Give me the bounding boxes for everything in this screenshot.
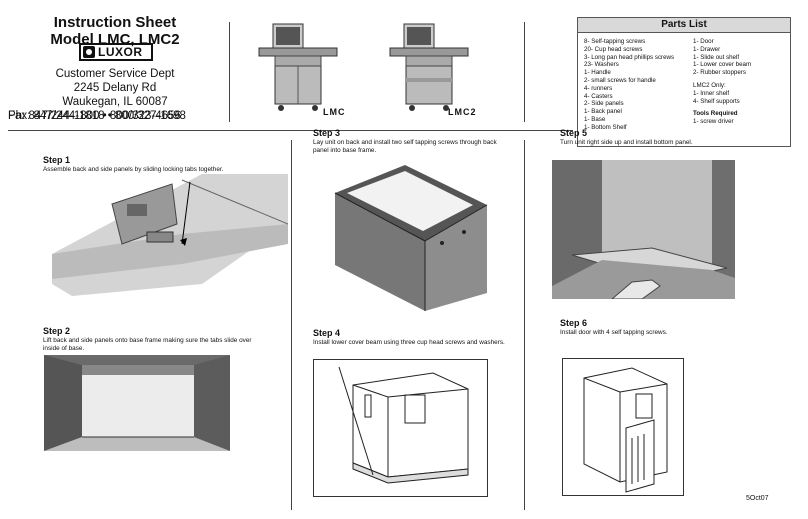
- contact-address-1: 2245 Delany Rd: [73, 82, 157, 94]
- parts-item: 2- small screws for handle: [584, 76, 656, 84]
- title-line-1: Instruction Sheet: [53, 14, 177, 31]
- parts-list-box: Parts List 8- Self-tapping screws 20- Cu…: [577, 17, 791, 147]
- divider-col-1: [291, 140, 292, 510]
- contact-fax-line: Fax: 847/244-1818 • 800/327-1698: [8, 110, 186, 122]
- parts-list-column-1: 8- Self-tapping screws 20- Cup head scre…: [584, 38, 674, 132]
- step-6-text: Install door with 4 self tapping screws.: [560, 329, 668, 336]
- parts-item: 20- Cup head screws: [584, 45, 643, 53]
- contact-phone-line: Ph: 847/244-1800 • 800/323-4656: [8, 110, 181, 122]
- parts-list-column-2: 1- Door 1- Drawer 1- Slide out shelf 1- …: [693, 38, 751, 126]
- step-1-text: Assemble back and side panels by sliding…: [43, 166, 224, 173]
- step-3-title: Step 3: [313, 128, 341, 138]
- parts-item: 1- Inner shelf: [693, 89, 730, 97]
- model-label-lmc2: LMC2: [448, 107, 477, 117]
- parts-item: 1- Handle: [584, 69, 611, 77]
- lmc2-heading: LMC2 Only:: [693, 81, 726, 89]
- parts-item: 23- Washers: [584, 61, 619, 69]
- luxor-logo: LUXOR: [79, 43, 153, 61]
- step-4-text: Install lower cover beam using three cup…: [313, 339, 505, 346]
- step-6-illustration: [562, 358, 684, 496]
- parts-item: 1- Slide out shelf: [693, 53, 740, 61]
- parts-item: 3- Long pan head phillips screws: [584, 53, 675, 61]
- parts-item: 1- Lower cover beam: [693, 61, 752, 69]
- divider-top-right: [524, 22, 525, 122]
- divider-top-left: [229, 22, 230, 122]
- parts-item: 1- Door: [693, 38, 714, 45]
- step-1-illustration: [52, 174, 288, 296]
- contact-address-2: Waukegan, IL 60087: [62, 96, 168, 108]
- document-code: 5Oct07: [746, 495, 769, 502]
- step-5-illustration: [552, 160, 735, 299]
- model-label-lmc: LMC: [323, 107, 346, 117]
- tool-item: 1- screw driver: [693, 118, 734, 126]
- divider-col-2: [524, 140, 525, 510]
- parts-item: 2- Rubber stoppers: [693, 69, 746, 77]
- parts-item: 4- runners: [584, 84, 613, 92]
- contact-dept: Customer Service Dept: [55, 68, 175, 80]
- product-image-lmc: [258, 23, 338, 111]
- parts-item: 1- Back panel: [584, 108, 622, 116]
- parts-item: 1- Bottom Shelf: [584, 123, 627, 131]
- step-3-text: Lay unit on back and install two self ta…: [313, 139, 497, 154]
- divider-horizontal: [8, 130, 573, 131]
- step-5-title: Step 5: [560, 128, 588, 138]
- parts-item: 4- Shelf supports: [693, 97, 740, 105]
- step-1-title: Step 1: [43, 155, 71, 165]
- luxor-logo-mark: [83, 46, 95, 58]
- step-3-illustration: [315, 163, 489, 311]
- parts-item: 1- Base: [584, 115, 606, 123]
- step-5-text: Turn unit right side up and install bott…: [560, 139, 693, 146]
- step-4-title: Step 4: [313, 328, 341, 338]
- step-2-illustration: [44, 355, 230, 451]
- step-6-title: Step 6: [560, 318, 588, 328]
- tools-heading: Tools Required: [693, 110, 738, 118]
- step-2-title: Step 2: [43, 326, 71, 336]
- product-image-lmc2: [389, 23, 469, 111]
- parts-item: 8- Self-tapping screws: [584, 38, 646, 45]
- step-4-illustration: [313, 359, 488, 497]
- parts-item: 4- Casters: [584, 92, 613, 100]
- parts-list-title: Parts List: [578, 18, 790, 33]
- parts-item: 2- Side panels: [584, 100, 624, 108]
- luxor-logo-text: LUXOR: [98, 45, 143, 59]
- step-2-text: Lift back and side panels onto base fram…: [43, 337, 252, 352]
- parts-item: 1- Drawer: [693, 45, 721, 53]
